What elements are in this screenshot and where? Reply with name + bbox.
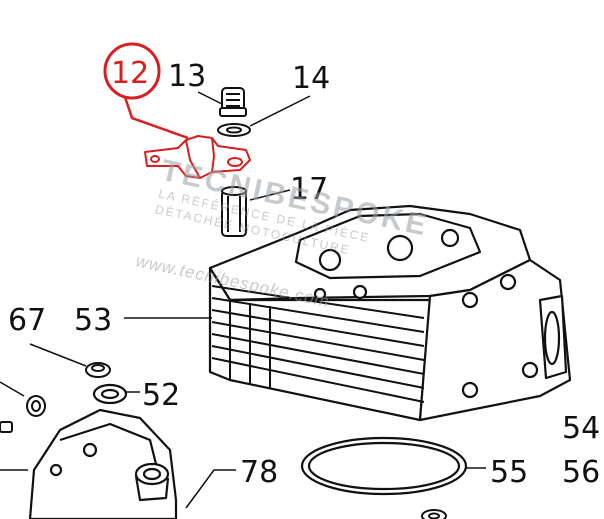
label-13[interactable]: 13 [168,59,206,94]
part-53-cooling-fins [211,285,425,403]
label-55[interactable]: 55 [490,455,528,490]
label-52[interactable]: 52 [142,378,180,413]
leader-67 [29,343,87,367]
part-14-washer[interactable] [217,123,251,137]
part-13-bolt[interactable] [219,87,247,117]
part-bottom-fitting[interactable] [421,509,447,519]
label-12[interactable]: 12 [111,56,149,91]
label-53[interactable]: 53 [74,303,112,338]
part-78-housing[interactable] [28,408,178,519]
part-52-o-ring[interactable] [92,383,128,405]
label-56[interactable]: 56 [562,455,600,490]
part-67-grommet[interactable] [85,362,111,378]
part-12-bracket[interactable] [144,135,251,179]
leader-78 [185,469,236,509]
leader-17 [249,189,291,201]
leader-left-top [0,381,25,397]
label-17[interactable]: 17 [290,172,328,207]
label-54[interactable]: 54 [562,411,600,446]
leader-13 [197,91,223,105]
part-17-sleeve[interactable] [221,186,247,237]
part-left-washer[interactable] [26,395,46,417]
label-14[interactable]: 14 [292,61,330,96]
label-78[interactable]: 78 [240,455,278,490]
label-67[interactable]: 67 [8,303,46,338]
part-12-callout-circle[interactable] [103,42,161,100]
part-12-leader-line [123,96,189,140]
part-left-screw[interactable] [0,421,13,433]
leader-14 [249,95,311,127]
part-55-gasket-ring[interactable] [300,436,468,496]
